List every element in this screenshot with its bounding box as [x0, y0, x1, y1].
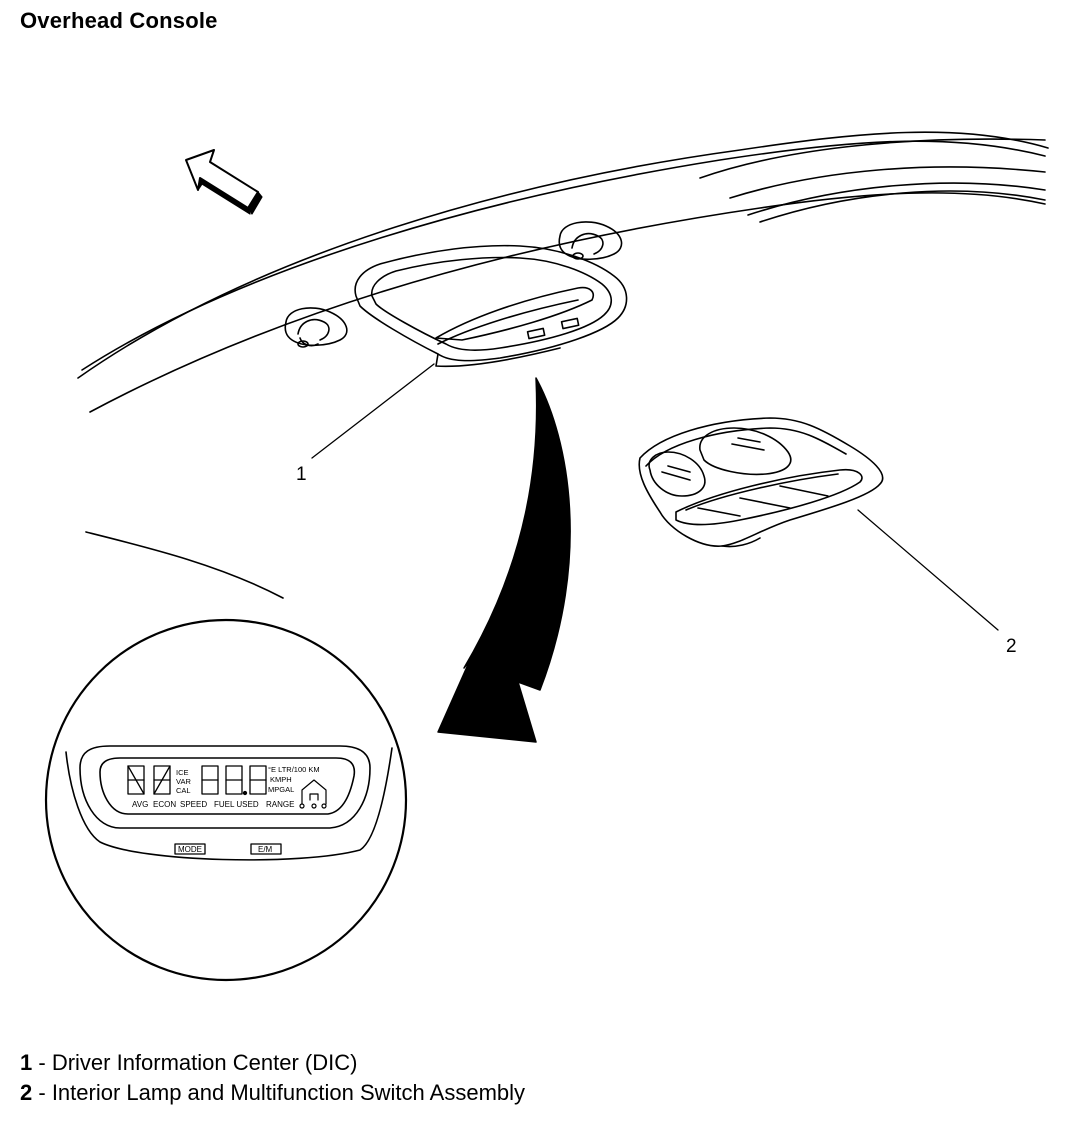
lcd-label-speed: SPEED [180, 800, 207, 809]
left-sun-visor-clip [284, 307, 348, 348]
mode-button-label: MODE [178, 845, 202, 854]
legend: 1 - Driver Information Center (DIC) 2 - … [20, 1048, 525, 1108]
lcd-label-econ: ECON [153, 800, 176, 809]
legend-separator: - [32, 1050, 52, 1075]
lcd-mode-list: ICE VAR CAL [176, 768, 191, 795]
lcd-label-fuel-used: FUEL USED [214, 800, 259, 809]
lcd-numeric-segments [201, 765, 267, 796]
lcd-function-labels: AVG ECON SPEED FUEL USED RANGE [132, 800, 294, 809]
lcd-mode-ice: ICE [176, 768, 189, 777]
callout-1-leader [311, 363, 435, 459]
fuel-range-icon [299, 779, 327, 809]
legend-number: 1 [20, 1050, 33, 1075]
callout-2-label: 2 [1006, 636, 1017, 657]
callout-1-label: 1 [296, 464, 307, 485]
mode-button: MODE [174, 843, 206, 855]
front-direction-arrow [185, 149, 263, 215]
lcd-label-avg: AVG [132, 800, 148, 809]
lcd-mode-var: VAR [176, 777, 191, 786]
overhead-console-housing [354, 244, 628, 368]
lcd-units-list: °E LTR/100 KM KMPH MPGAL [268, 765, 320, 794]
zoom-arrow [437, 377, 571, 743]
dic-detail-view: ICE VAR CAL °E LTR/100 KM KMPH MPGAL AVG… [44, 618, 408, 982]
lcd-label-range: RANGE [266, 800, 294, 809]
legend-separator: - [32, 1080, 52, 1105]
headliner-outline [77, 131, 1049, 599]
lcd-unit-ltr: °E LTR/100 KM [268, 765, 320, 774]
lcd-unit-kmph: KMPH [270, 775, 292, 784]
callout-2-leader [857, 509, 999, 631]
em-button: E/M [250, 843, 282, 855]
legend-text: Interior Lamp and Multifunction Switch A… [51, 1080, 526, 1105]
legend-item-1: 1 - Driver Information Center (DIC) [20, 1048, 525, 1078]
em-button-label: E/M [258, 845, 273, 854]
legend-text: Driver Information Center (DIC) [51, 1050, 358, 1075]
legend-item-2: 2 - Interior Lamp and Multifunction Swit… [20, 1078, 525, 1108]
lcd-alpha-segments [127, 765, 171, 795]
interior-lamp-switch-assembly [638, 417, 884, 548]
page-title: Overhead Console [20, 8, 218, 33]
lcd-mode-cal: CAL [176, 786, 191, 795]
legend-number: 2 [20, 1080, 33, 1105]
lcd-unit-mpgal: MPGAL [268, 785, 294, 794]
